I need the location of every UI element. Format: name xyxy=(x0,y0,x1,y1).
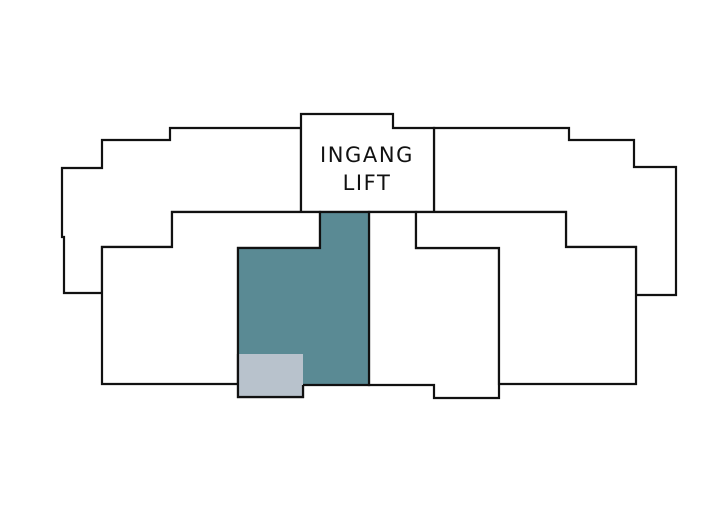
highlighted-terrace[interactable] xyxy=(238,354,303,397)
right-front-unit[interactable] xyxy=(414,210,638,386)
entrance-label: INGANG xyxy=(320,143,414,167)
lift-label: LIFT xyxy=(343,171,392,195)
terrace-outline xyxy=(236,354,305,399)
